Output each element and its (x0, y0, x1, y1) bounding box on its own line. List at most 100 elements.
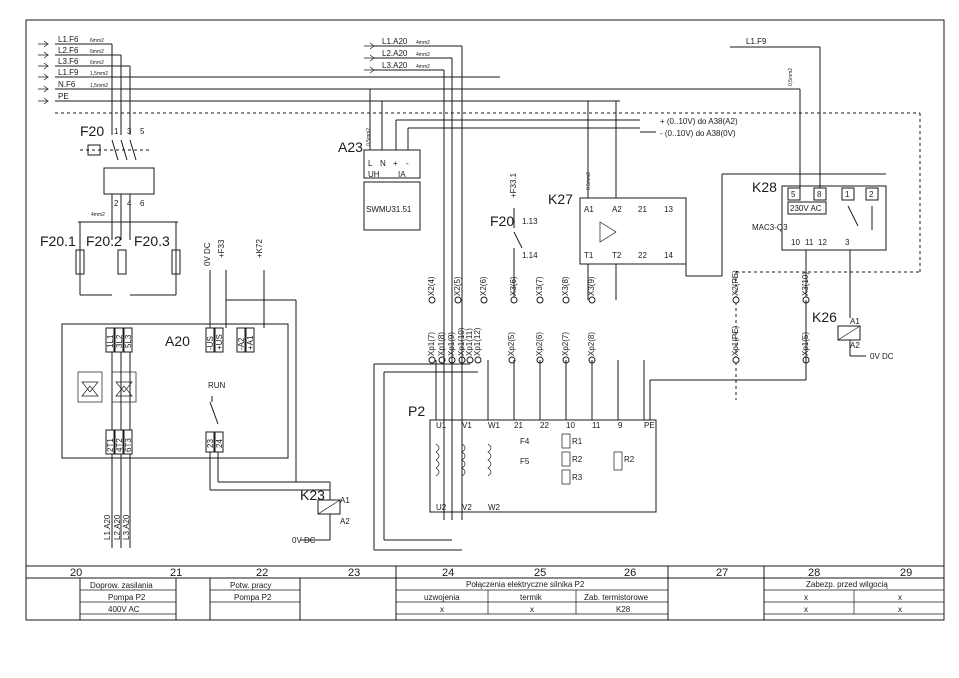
terminal-node (510, 296, 518, 304)
foot-g1-l2: Pompa P2 (108, 593, 146, 602)
k28-b12: 12 (818, 238, 827, 247)
out-l1: L1.A20 (103, 514, 112, 540)
f20-aux-feed: +F33.1 (509, 172, 518, 198)
p2-u2: U2 (436, 503, 447, 512)
k28-t1: 1 (845, 190, 850, 199)
terminal-top-label: X2(4) (427, 276, 436, 296)
a20-control-feeds: 0V DC +F33 +K72 (203, 239, 297, 482)
k27-wire-size: 0,5mm2 (586, 172, 592, 190)
mid-bus-label: L2.A20 (382, 49, 408, 58)
k28-t2: 2 (869, 190, 874, 199)
fuse-f20-2: F20.2 (86, 233, 122, 249)
p2-top-terminal: PE (644, 421, 655, 430)
p2-w2: W2 (488, 503, 501, 512)
f20-t5: 5 (140, 127, 145, 136)
p2-f5: F5 (520, 457, 530, 466)
left-bus-size: 1,5mm2 (90, 83, 108, 89)
mid-bus-size: 4mm2 (416, 40, 430, 46)
k28-model: MAC3-Q3 (752, 223, 788, 232)
terminal-strip-bottom: Xp1(7)Xp1(8)Xp1(9)Xp1(10)Xp1(11)Xp1(12)X… (427, 325, 810, 364)
terminal-bot-label: Xp1(12) (473, 327, 482, 356)
a23-label: A23 (338, 139, 363, 155)
terminal-bot-label: Xp1(PE) (731, 325, 740, 356)
left-bus-label: N.F6 (58, 80, 76, 89)
a20-outputs: L1.A20 L2.A20 L3.A20 (103, 454, 131, 548)
feed-f33: +F33 (217, 239, 226, 258)
k27-t2: T2 (612, 251, 622, 260)
a23-model: SWMU31.51 (366, 205, 412, 214)
p2-top-terminal: 9 (618, 421, 623, 430)
k27-label: K27 (548, 191, 573, 207)
f20-aux-c2: 1.14 (522, 251, 538, 260)
terminal-top-label: X2(PE) (731, 270, 740, 296)
foot-g3-v1: x (440, 605, 444, 614)
p2-r2: R2 (572, 455, 583, 464)
footer-col-number: 28 (808, 567, 820, 579)
a20-run-label: RUN (208, 381, 226, 390)
foot-g4-v4: x (898, 605, 902, 614)
a20-run-t23: 23 (206, 439, 215, 448)
analog-out: + (0..10V) do A38(A2) - (0..10V) do A38(… (640, 117, 738, 138)
foot-g3-v2: x (530, 605, 534, 614)
foot-g4-v3: x (804, 605, 808, 614)
terminal-top-label: X3(6) (509, 276, 518, 296)
terminal-top-label: X3(10) (801, 272, 810, 296)
a23-t3: + (393, 159, 398, 168)
terminal-bot-label: Xp2(5) (507, 332, 516, 356)
bus-arrow-icon (38, 62, 50, 70)
p2-top-terminal: U1 (436, 421, 447, 430)
terminal-node (732, 296, 740, 304)
terminal-top-label: X3(7) (535, 276, 544, 296)
terminal-bot-label: Xp2(8) (587, 332, 596, 356)
k26-a2: A2 (850, 341, 860, 350)
terminal-top-label: X3(8) (561, 276, 570, 296)
foot-g2-l1: Potw. pracy (230, 581, 271, 590)
k27-14: 14 (664, 251, 673, 260)
k28-relay: K28 5 8 1 2 230V AC MAC3-Q3 10 11 12 3 (752, 179, 887, 318)
a20-in-3: 5L3 (124, 334, 133, 348)
a20-in-1: 1L1 (106, 334, 115, 348)
a23-sub2: IA (398, 170, 406, 179)
right-supply: L1.F9 0,5mm2 (730, 37, 821, 188)
p2-r1: R1 (572, 437, 583, 446)
motor-wiring (373, 300, 807, 551)
left-bus-size: 6mm2 (90, 60, 104, 66)
k28-t8: 8 (817, 190, 822, 199)
k27-22: 22 (638, 251, 647, 260)
foot-g3-title: Połączenia elektryczne silnika P2 (466, 580, 585, 589)
k28-b11: 11 (805, 238, 814, 247)
left-bus-label: L1.F9 (58, 68, 79, 77)
terminal-bot-label: Xp1(7) (427, 332, 436, 356)
terminal-bot-label: Xp1(11) (465, 328, 474, 356)
footer-col-number: 20 (70, 567, 82, 579)
footer-col-number: 25 (534, 567, 546, 579)
bus-arrow-icon (364, 42, 376, 50)
k27-t1: T1 (584, 251, 594, 260)
p2-top-terminal: W1 (488, 421, 501, 430)
fuse-f20-1: F20.1 (40, 233, 76, 249)
terminal-bot-label: Xp2(7) (561, 332, 570, 356)
k23-supply: 0V DC (292, 536, 316, 545)
k28-label: K28 (752, 179, 777, 195)
footer-col-number: 24 (442, 567, 454, 579)
terminal-bot-label: Xp2(6) (535, 332, 544, 356)
k26-label: K26 (812, 309, 837, 325)
foot-g3-sub3: Zab. termistorowe (584, 593, 649, 602)
out-l2: L2.A20 (113, 514, 122, 540)
k27-relay: K27 A1 A2 21 13 T1 T2 22 14 0,5mm2 (548, 101, 886, 300)
a23-module: A23 L N + - UH IA SWMU31.51 0,5mm2 (338, 89, 640, 231)
p2-top-terminal: V1 (462, 421, 472, 430)
mid-bus-size: 4mm2 (416, 52, 430, 58)
terminal-node (480, 296, 488, 304)
terminal-node (474, 356, 482, 364)
a20-module: A20 1L1 3L2 5L3 -US +US -A2 +A1 2T1 4T2 … (61, 323, 289, 459)
a23-wire-size: 0,5mm2 (366, 128, 372, 146)
a20-ctl-4: +A1 (246, 335, 255, 350)
foot-g1-l1: Doprow. zasilania (90, 581, 153, 590)
k23-relay: K23 A1 A2 0V DC (209, 452, 350, 545)
terminal-top-label: X2(6) (479, 276, 488, 296)
p2-top-terminal: 22 (540, 421, 549, 430)
k23-label: K23 (300, 487, 325, 503)
terminal-node (454, 296, 462, 304)
